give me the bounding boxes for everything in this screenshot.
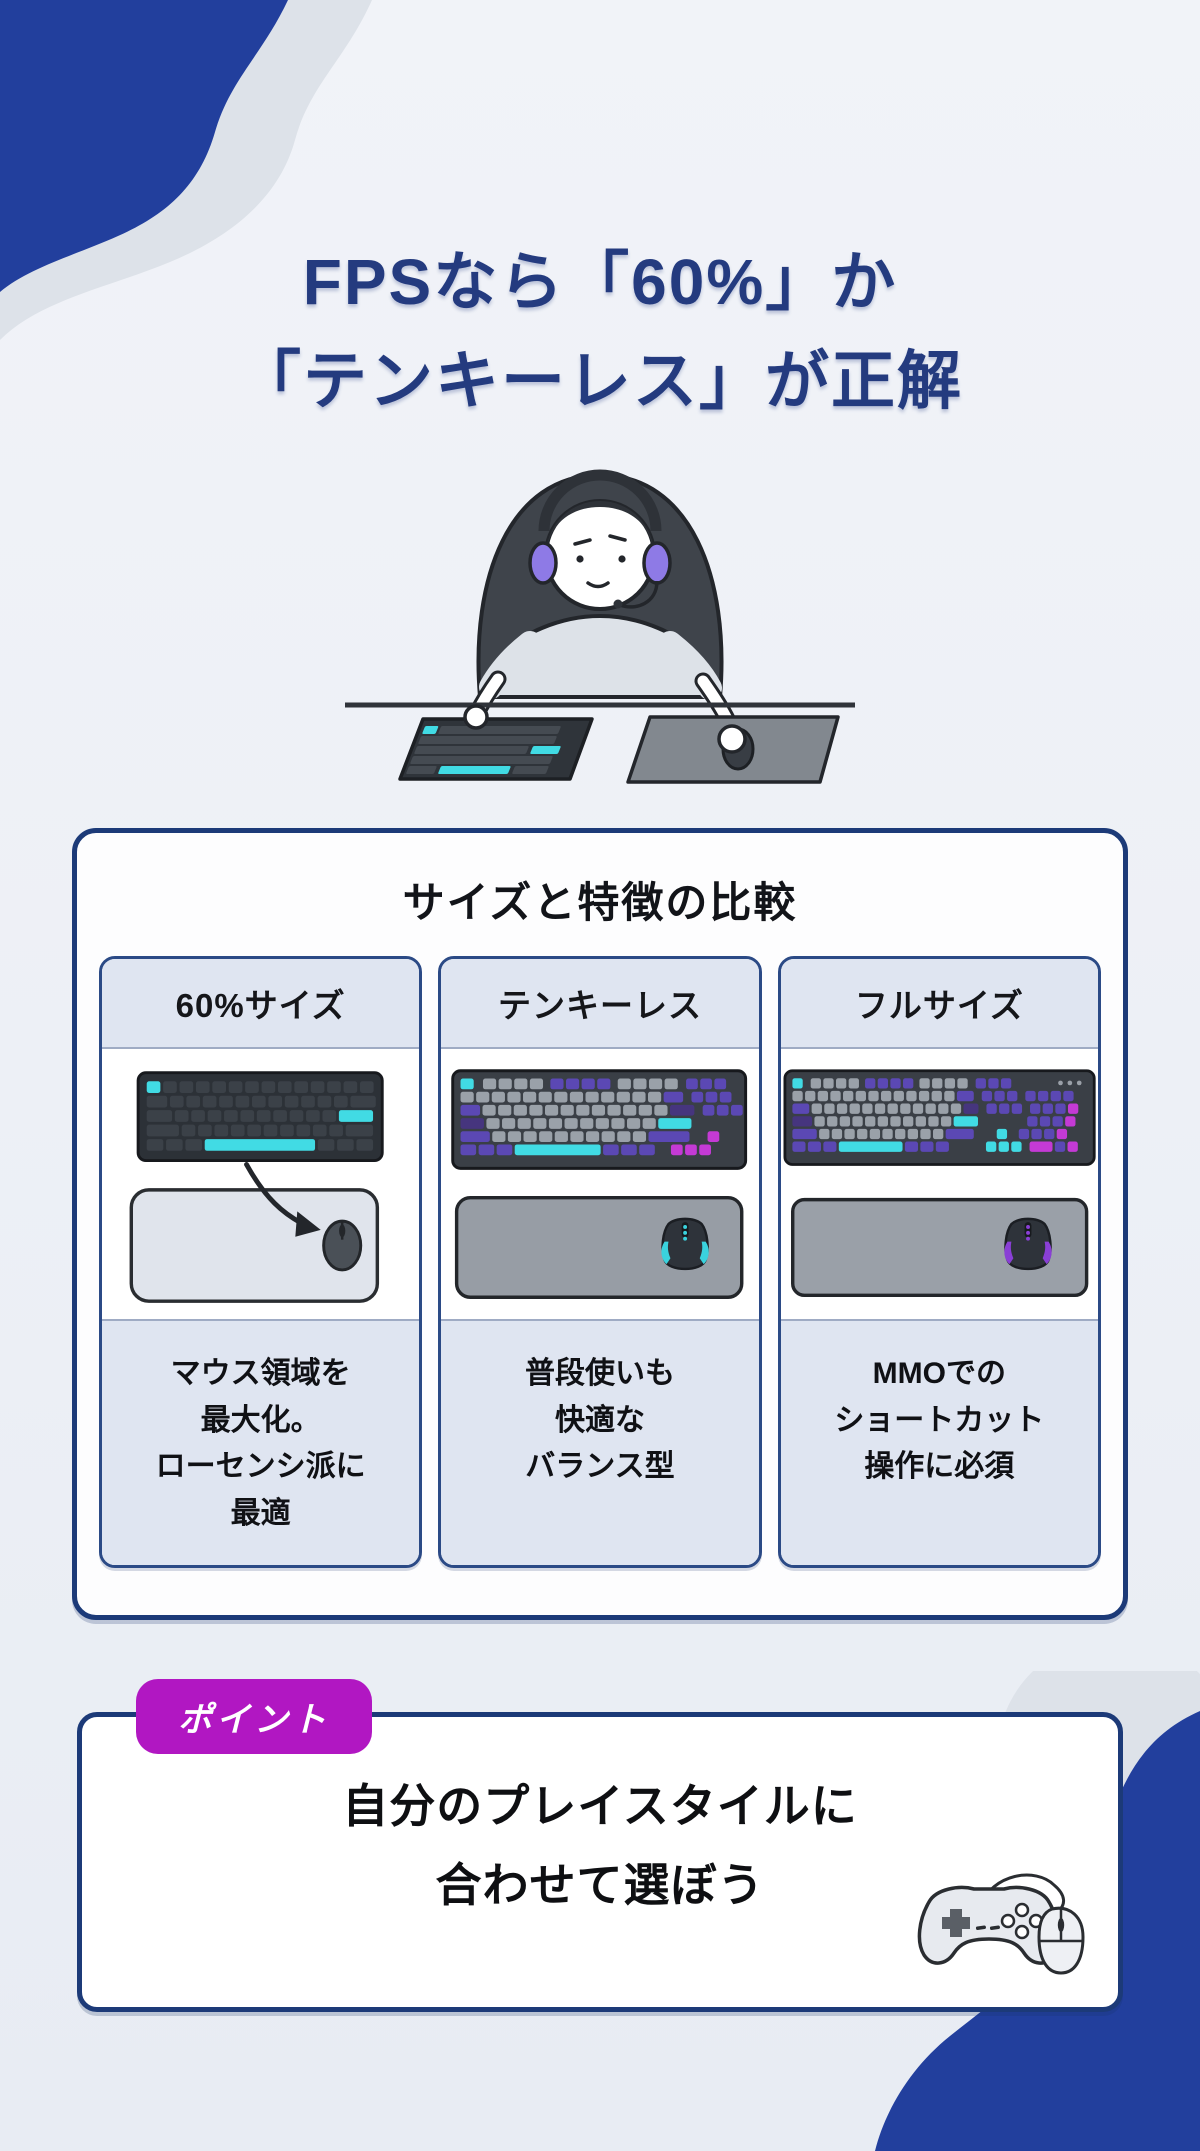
simple-mouse-icon <box>322 1220 363 1272</box>
gaming-mouse-teal-icon <box>661 1218 710 1271</box>
gamer-illustration-svg <box>345 469 855 785</box>
size-card-full-description: MMOでの ショートカット 操作に必須 <box>780 1319 1098 1566</box>
gamepad-icon <box>917 1886 1061 1966</box>
mouse-cable <box>978 1873 1065 1913</box>
point-text-line2: 合わせて選ぼう <box>435 1859 765 1912</box>
point-text-line1: 自分のプレイスタイルに <box>342 1780 858 1833</box>
size-card-tkl-illustration <box>441 1049 759 1320</box>
headset-band <box>538 469 662 532</box>
corner-blob-top-left <box>0 0 372 340</box>
size-card-60-illustration <box>102 1049 420 1320</box>
gamer-brows <box>573 534 627 547</box>
gamer-left-hand <box>463 704 489 731</box>
page-title: FPSなら「60%」か 「テンキーレス」が正解 <box>0 233 1200 431</box>
gamer-eye-right <box>618 555 626 563</box>
keyboard-full-icon <box>783 1069 1096 1167</box>
point-panel: ポイント 自分のプレイスタイルに 合わせて選ぼう <box>77 1679 1123 2013</box>
arrow-to-mouse <box>244 1162 304 1226</box>
headset-earcup-left <box>528 541 558 586</box>
comparison-title: サイズと特徴の比較 <box>402 879 798 927</box>
keyboard-tkl-icon <box>451 1069 748 1171</box>
comparison-columns: 60%サイズ マウス領域を 最大化。 ローセンシ派に 最適 <box>99 956 1101 1569</box>
comparison-panel: サイズと特徴の比較 60%サイズ <box>72 828 1128 1621</box>
size-card-tkl-description: 普段使いも 快適な バランス型 <box>441 1319 759 1566</box>
headset-mic-arm <box>619 581 659 609</box>
keyboard-tkl-illustration-svg <box>451 1069 748 1300</box>
keyboard-60-illustration-svg <box>129 1071 384 1304</box>
size-card-full-illustration <box>780 1049 1098 1320</box>
gamer-illustration <box>330 447 870 802</box>
size-card-tkl: テンキーレス 普段使いも 快適な バランス型 <box>438 956 762 1569</box>
mousepad-60 <box>129 1188 380 1304</box>
size-card-60-header: 60%サイズ <box>102 959 420 1050</box>
size-card-full-header: フルサイズ <box>780 959 1098 1050</box>
hero-keyboard-keys <box>406 726 561 775</box>
headset-earcup-right <box>642 541 672 586</box>
size-card-tkl-header: テンキーレス <box>441 959 759 1050</box>
headset-mic <box>613 599 623 609</box>
mouse-icon <box>1037 1907 1085 1975</box>
size-card-full: フルサイズ MMOでの ショートカット 操作に必須 <box>777 956 1101 1569</box>
size-card-60-description: マウス領域を 最大化。 ローセンシ派に 最適 <box>102 1319 420 1566</box>
gamer-eye-left <box>576 555 584 563</box>
point-badge: ポイント <box>136 1679 372 1755</box>
page-title-line1: FPSなら「60%」か <box>302 246 898 318</box>
keyboard-60-icon <box>136 1071 384 1163</box>
gamepad-mouse-icons <box>917 1873 1085 1975</box>
keyboard-full-illustration-svg <box>783 1069 1096 1298</box>
gamer-mouth <box>586 581 610 589</box>
page-title-line2: 「テンキーレス」が正解 <box>237 345 963 418</box>
gaming-mouse-purple-icon <box>1003 1218 1052 1271</box>
gamer-right-hand <box>717 724 747 755</box>
size-card-60: 60%サイズ マウス領域を 最大化。 ローセンシ派に 最適 <box>99 956 423 1569</box>
arrow-head <box>295 1211 321 1238</box>
point-text: 自分のプレイスタイルに 合わせて選ぼう <box>102 1767 1098 1925</box>
